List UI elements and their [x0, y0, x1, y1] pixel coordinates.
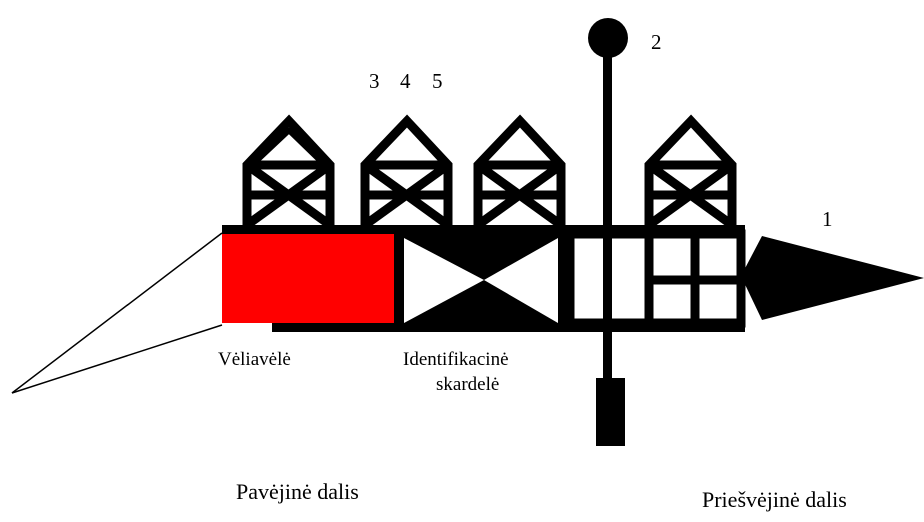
label-4: 4 [400, 69, 411, 93]
arrow-head [741, 236, 924, 320]
grid-section [565, 229, 746, 328]
pole-weight [596, 378, 625, 446]
tower-4 [360, 114, 453, 229]
plate-caption-line1: Identifikacinė [403, 349, 509, 370]
label-1: 1 [822, 207, 833, 231]
tower-5 [473, 114, 566, 229]
label-2: 2 [651, 30, 662, 54]
label-5: 5 [432, 69, 443, 93]
windward-side-caption: Priešvėjinė dalis [702, 487, 847, 512]
flag-caption: Vėliavėlė [218, 349, 291, 370]
pole-ball [588, 18, 628, 58]
flag [222, 234, 394, 323]
pole [603, 45, 612, 378]
plate-caption-line2: skardelė [436, 374, 499, 395]
tail-lines [11, 232, 223, 394]
tower-right [644, 114, 737, 229]
tower-3 [242, 114, 335, 229]
label-3: 3 [369, 69, 380, 93]
identification-plate [394, 229, 566, 332]
lee-side-caption: Pavėjinė dalis [236, 479, 359, 504]
